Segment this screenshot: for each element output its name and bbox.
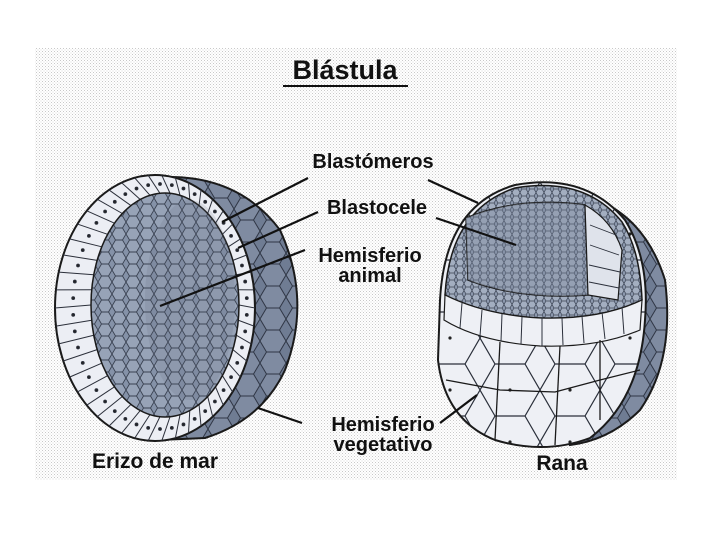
cell-nucleus xyxy=(124,417,127,420)
cell-nucleus xyxy=(170,426,173,429)
label-blastocele: Blastocele xyxy=(327,197,427,219)
label-erizo-de-mar: Erizo de mar xyxy=(92,450,218,473)
cell-nucleus xyxy=(113,410,116,413)
cell-nucleus xyxy=(245,297,248,300)
cell-nucleus xyxy=(230,376,233,379)
label-blastomeros: Blastómeros xyxy=(312,151,433,173)
cell-nucleus xyxy=(204,200,207,203)
label-hemisferio-vegetativo-line1: Hemisferio xyxy=(331,414,434,436)
sea-urchin-blastula xyxy=(55,175,297,441)
cell-nucleus xyxy=(230,234,233,237)
cell-nucleus xyxy=(182,187,185,190)
cell-nucleus xyxy=(147,184,150,187)
cell-nucleus xyxy=(73,280,76,283)
label-hemisferio-vegetativo-line2: vegetativo xyxy=(334,434,433,456)
cell-nucleus xyxy=(135,423,138,426)
cell-nucleus xyxy=(81,249,84,252)
cell-nucleus xyxy=(222,389,225,392)
cell-nucleus xyxy=(193,193,196,196)
cell-nucleus xyxy=(72,297,75,300)
cell-nucleus xyxy=(73,330,76,333)
cell-nucleus xyxy=(244,330,247,333)
cell-nucleus xyxy=(104,400,107,403)
label-hemisferio-animal-line2: animal xyxy=(338,265,401,287)
cell-nucleus xyxy=(159,183,162,186)
cell-nucleus xyxy=(241,264,244,267)
cell-nucleus xyxy=(245,313,248,316)
cell-nucleus xyxy=(204,410,207,413)
cell-nucleus xyxy=(113,200,116,203)
cell-nucleus xyxy=(244,280,247,283)
cell-nucleus xyxy=(77,264,80,267)
cell-nucleus xyxy=(214,210,217,213)
cell-nucleus xyxy=(193,417,196,420)
cell-nucleus xyxy=(147,426,150,429)
cell-nucleus xyxy=(135,187,138,190)
label-hemisferio-animal-line1: Hemisferio xyxy=(318,245,421,267)
label-rana: Rana xyxy=(536,452,588,475)
cell-nucleus xyxy=(72,313,75,316)
cell-nucleus xyxy=(88,376,91,379)
cell-nucleus xyxy=(236,249,239,252)
diagram-title: Blástula xyxy=(292,55,398,85)
cell-nucleus xyxy=(182,423,185,426)
cell-nucleus xyxy=(104,210,107,213)
cell-nucleus xyxy=(241,346,244,349)
cell-nucleus xyxy=(95,221,98,224)
cell-nucleus xyxy=(124,193,127,196)
cell-nucleus xyxy=(236,361,239,364)
cell-nucleus xyxy=(88,234,91,237)
cell-nucleus xyxy=(214,400,217,403)
cell-nucleus xyxy=(170,184,173,187)
cell-nucleus xyxy=(159,428,162,431)
cell-nucleus xyxy=(95,389,98,392)
cell-nucleus xyxy=(77,346,80,349)
cell-nucleus xyxy=(81,361,84,364)
